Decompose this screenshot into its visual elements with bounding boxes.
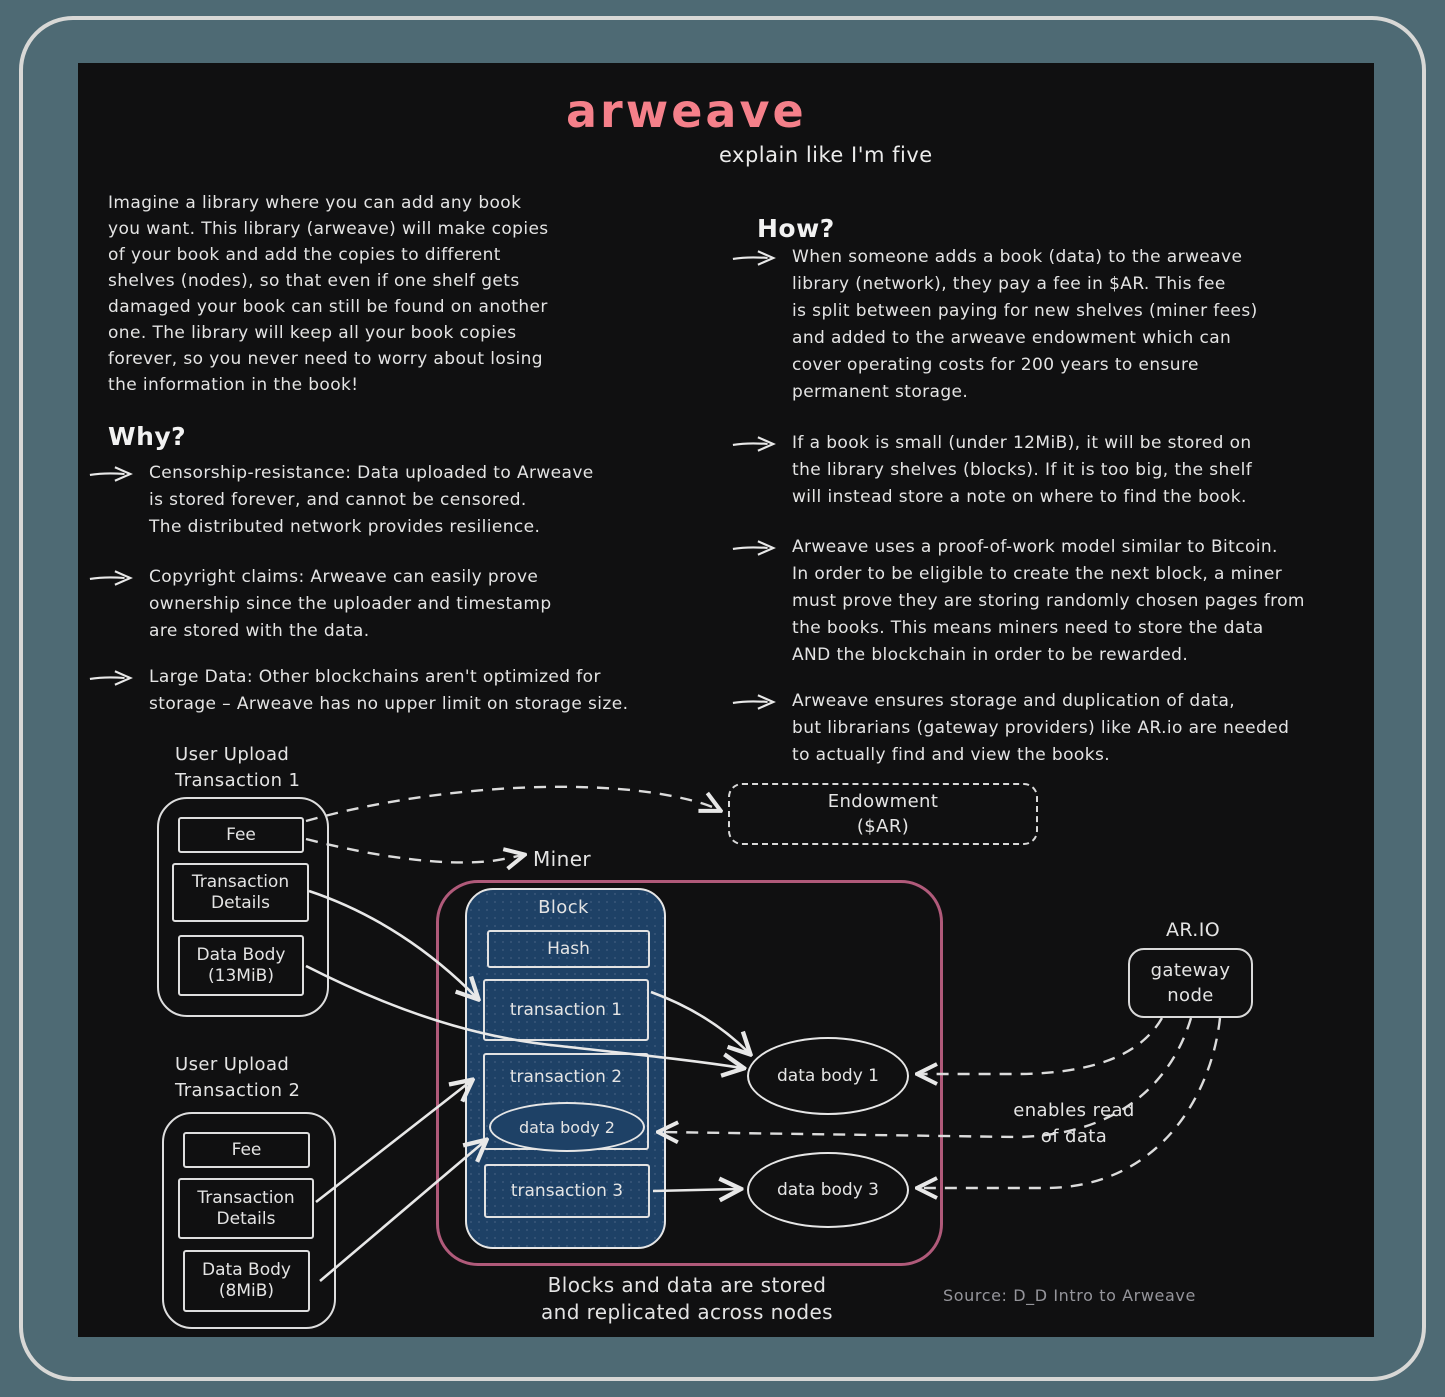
- tx1-fee-box: Fee: [178, 817, 304, 853]
- bullet-arrow-icon: [732, 250, 776, 266]
- bullet-arrow-icon: [89, 466, 133, 482]
- why-bullet-1: Censorship-resistance: Data uploaded to …: [88, 460, 708, 541]
- why-bullet-text: Large Data: Other blockchains aren't opt…: [149, 667, 629, 714]
- intro-paragraph: Imagine a library where you can add any …: [108, 193, 549, 395]
- why-heading: Why?: [108, 422, 187, 451]
- bullet-arrow-icon: [732, 436, 776, 452]
- page-subtitle: explain like I'm five: [719, 143, 933, 167]
- how-bullet-text: Arweave uses a proof-of-work model simil…: [792, 537, 1305, 665]
- diagram-caption: Blocks and data are stored and replicate…: [541, 1273, 833, 1324]
- why-bullet-2: Copyright claims: Arweave can easily pro…: [88, 564, 708, 645]
- why-bullet-text: Copyright claims: Arweave can easily pro…: [149, 567, 552, 641]
- why-bullet-3: Large Data: Other blockchains aren't opt…: [88, 664, 728, 718]
- block-transaction1-box: transaction 1: [483, 979, 649, 1041]
- how-bullet-1: When someone adds a book (data) to the a…: [731, 244, 1351, 406]
- tx2-databody-box: Data Body (8MiB): [183, 1250, 310, 1312]
- bullet-arrow-icon: [89, 570, 133, 586]
- how-bullet-4: Arweave ensures storage and duplication …: [731, 688, 1371, 769]
- miner-label: Miner: [533, 847, 592, 871]
- block-transaction3-box: transaction 3: [484, 1164, 650, 1218]
- why-bullet-text: Censorship-resistance: Data uploaded to …: [149, 463, 594, 537]
- gateway-node-box: gateway node: [1128, 948, 1253, 1018]
- source-credit: Source: D_D Intro to Arweave: [943, 1286, 1196, 1305]
- databody1-ellipse: data body 1: [747, 1037, 909, 1115]
- how-bullet-text: When someone adds a book (data) to the a…: [792, 247, 1258, 402]
- tx1-details-box: Transaction Details: [172, 863, 309, 922]
- enables-read-label: enables read of data: [1013, 1100, 1135, 1147]
- how-bullet-3: Arweave uses a proof-of-work model simil…: [731, 534, 1381, 669]
- databody3-ellipse: data body 3: [747, 1152, 909, 1228]
- tx2-fee-box: Fee: [183, 1132, 310, 1168]
- block-hash-box: Hash: [487, 930, 650, 968]
- bullet-arrow-icon: [732, 540, 776, 556]
- ario-label: AR.IO: [1165, 919, 1221, 941]
- how-bullet-text: If a book is small (under 12MiB), it wil…: [792, 433, 1253, 507]
- endowment-box: Endowment ($AR): [728, 783, 1038, 845]
- how-heading: How?: [757, 214, 835, 243]
- bullet-arrow-icon: [732, 694, 776, 710]
- block-label: Block: [538, 897, 589, 918]
- how-bullet-2: If a book is small (under 12MiB), it wil…: [731, 430, 1371, 511]
- how-bullet-text: Arweave ensures storage and duplication …: [792, 691, 1290, 765]
- page-title: arweave: [566, 84, 807, 138]
- tx2-label: User Upload Transaction 2: [175, 1054, 301, 1101]
- tx1-databody-box: Data Body (13MiB): [178, 935, 304, 996]
- tx1-label: User Upload Transaction 1: [175, 744, 301, 791]
- tx2-details-box: Transaction Details: [178, 1178, 314, 1239]
- block-databody2-ellipse: data body 2: [489, 1102, 645, 1152]
- outer-frame: [19, 16, 1426, 1381]
- bullet-arrow-icon: [89, 670, 133, 686]
